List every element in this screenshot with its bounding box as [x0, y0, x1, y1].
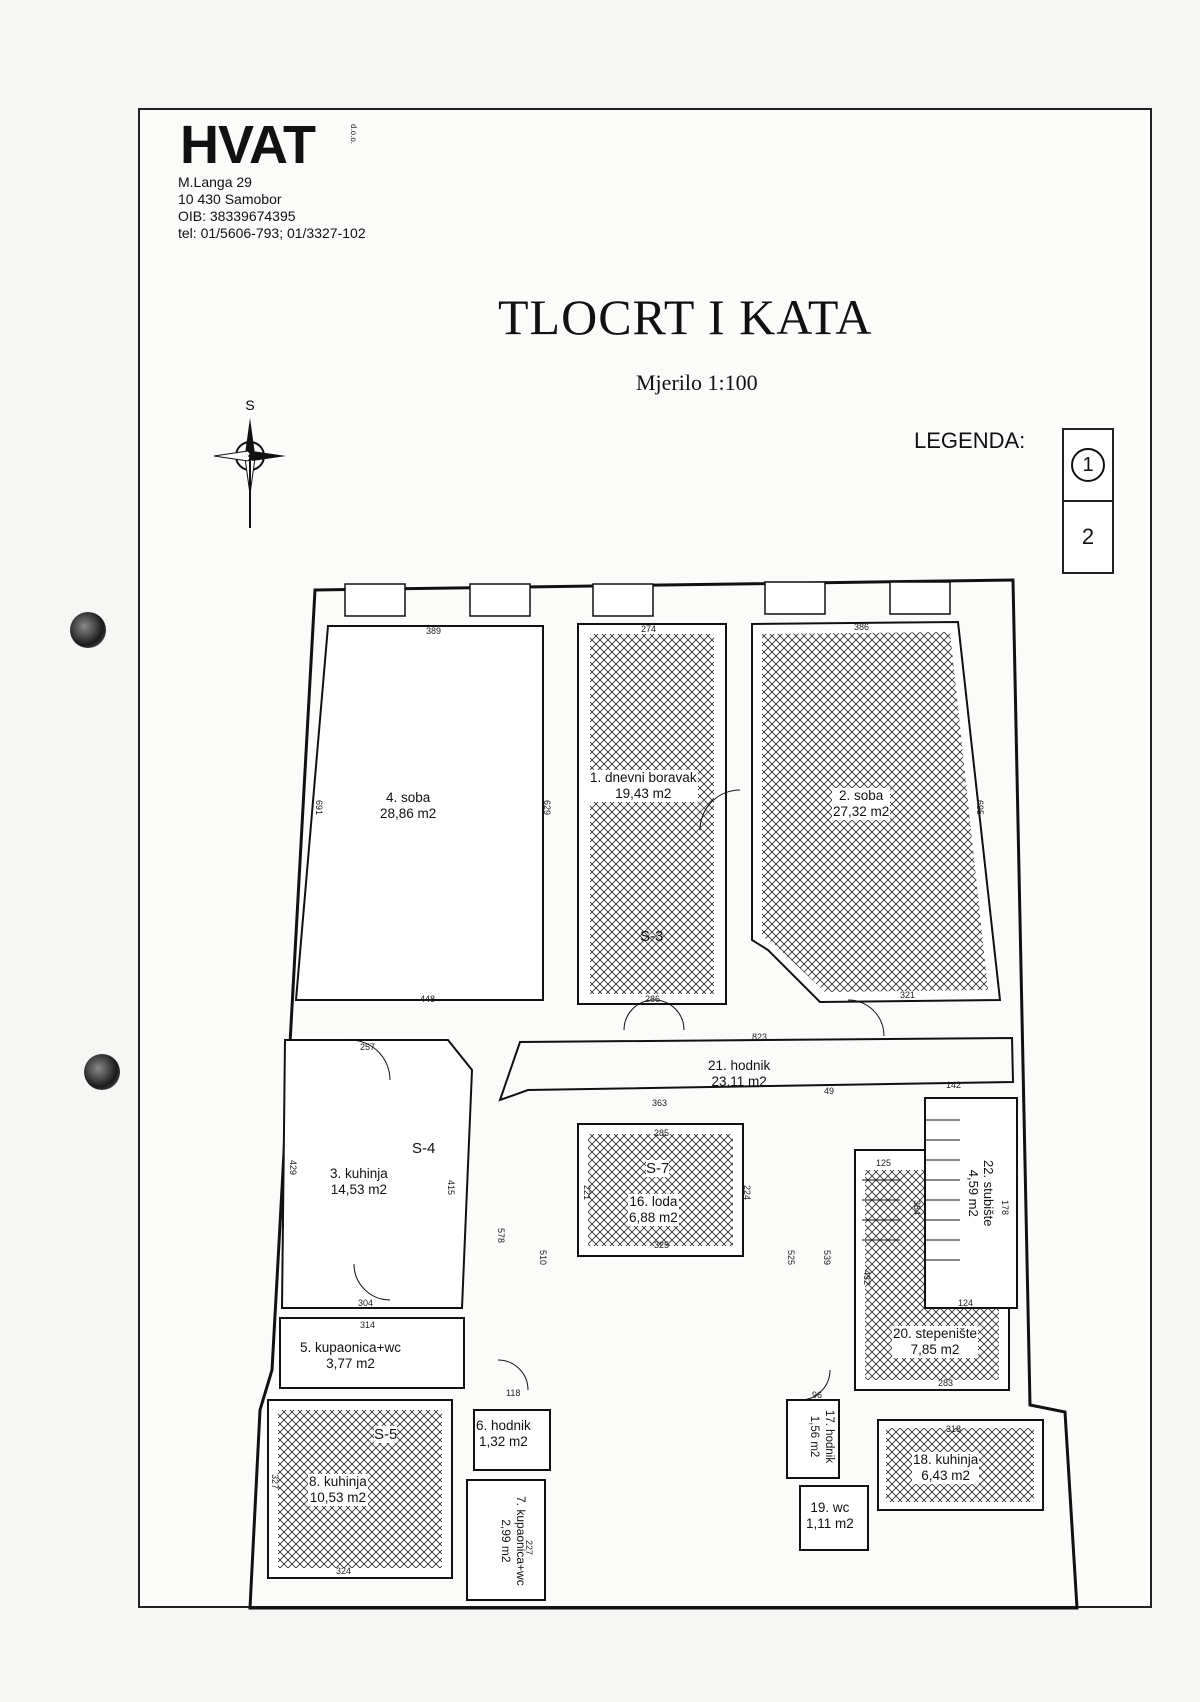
address-line: tel: 01/5606-793; 01/3327-102	[178, 225, 366, 241]
dimension-label: 221	[582, 1185, 592, 1201]
punch-hole-top	[70, 612, 106, 648]
address-line: OIB: 38339674395	[178, 208, 296, 224]
dimension-label: 318	[946, 1424, 962, 1434]
dimension-label: 49	[824, 1086, 835, 1096]
stair-treads	[862, 1119, 960, 1261]
dimension-label: 432	[862, 1270, 872, 1286]
dimension-label: 327	[270, 1474, 280, 1490]
room-16-hatch	[588, 1134, 733, 1246]
room-7-outline	[466, 1479, 546, 1601]
outer-wall	[248, 578, 1079, 1610]
section-mark: S-4	[412, 1140, 436, 1157]
dimension-label: 578	[496, 1228, 506, 1244]
legend-label: LEGENDA:	[914, 428, 1026, 453]
dimension-label: 227	[524, 1540, 534, 1556]
dimension-label: 125	[876, 1158, 892, 1168]
dimension-label: 283	[938, 1378, 954, 1388]
dimension-label: 629	[542, 800, 552, 816]
punch-hole-bottom	[84, 1054, 120, 1090]
door-swings	[349, 789, 885, 1401]
dimension-label: 124	[958, 1298, 974, 1308]
dimension-label: 285	[654, 1128, 670, 1138]
company-logo-suffix: d.o.o.	[349, 124, 358, 145]
compass-north-letter: S	[245, 398, 254, 413]
dimension-label: 118	[506, 1388, 521, 1398]
dimension-label: 314	[360, 1320, 376, 1330]
legend-item-1: 1	[1064, 430, 1112, 500]
dimension-label: 448	[420, 994, 436, 1004]
company-address: M.Langa 29 10 430 Samobor OIB: 383396743…	[178, 174, 366, 242]
room-21-outline	[498, 1036, 1015, 1102]
section-mark: S-5	[374, 1426, 398, 1443]
drawing-scale: Mjerilo 1:100	[636, 370, 758, 395]
room-6-outline	[473, 1409, 551, 1471]
room-3-outline	[280, 1039, 474, 1309]
dimension-label: 178	[1000, 1200, 1010, 1216]
window-group	[344, 581, 951, 617]
compass-rose: S	[212, 397, 288, 539]
section-mark: S-3	[640, 928, 664, 945]
dimension-label: 386	[854, 622, 870, 632]
dimension-label: 286	[645, 994, 661, 1004]
address-line: M.Langa 29	[178, 174, 252, 190]
dimension-label: 384	[912, 1200, 922, 1216]
dimension-label: 823	[752, 1032, 768, 1042]
dimension-label: 510	[538, 1250, 548, 1266]
dimension-label: 224	[742, 1185, 752, 1201]
dimension-label: 363	[652, 1098, 668, 1108]
dimension-label: 325	[654, 1240, 670, 1250]
room-4-outline	[294, 625, 544, 1001]
dimension-label: 415	[446, 1180, 456, 1196]
legend-item-2: 2	[1064, 500, 1112, 572]
dimension-label: 274	[641, 624, 657, 634]
legend-box: 1 2	[1062, 428, 1114, 574]
address-line: 10 430 Samobor	[178, 191, 282, 207]
dimension-label: 257	[360, 1042, 376, 1052]
room-19-outline	[799, 1485, 869, 1551]
company-logo: HVAT	[180, 115, 316, 175]
compass-icon: S	[213, 397, 286, 528]
dimension-label: 96	[812, 1390, 823, 1400]
legend-circled-number: 1	[1071, 448, 1105, 482]
dimension-label: 695	[975, 800, 985, 816]
dimension-label: 324	[336, 1566, 352, 1576]
dimension-label: 142	[946, 1080, 962, 1090]
drawing-title: TLOCRT I KATA	[498, 289, 873, 345]
dimension-label: 539	[822, 1250, 832, 1266]
room-1-hatch	[590, 634, 714, 994]
dimension-label: 525	[786, 1250, 796, 1266]
dimension-label: 304	[358, 1298, 374, 1308]
dimension-label: 691	[314, 800, 324, 816]
room-22-outline	[924, 1097, 1018, 1309]
section-mark: S-7	[646, 1160, 670, 1177]
dimension-label: 389	[426, 626, 442, 636]
room-5-outline	[279, 1317, 465, 1389]
room-17-outline	[786, 1399, 840, 1479]
dimension-label: 321	[900, 990, 916, 1000]
dimension-label: 429	[288, 1160, 298, 1176]
